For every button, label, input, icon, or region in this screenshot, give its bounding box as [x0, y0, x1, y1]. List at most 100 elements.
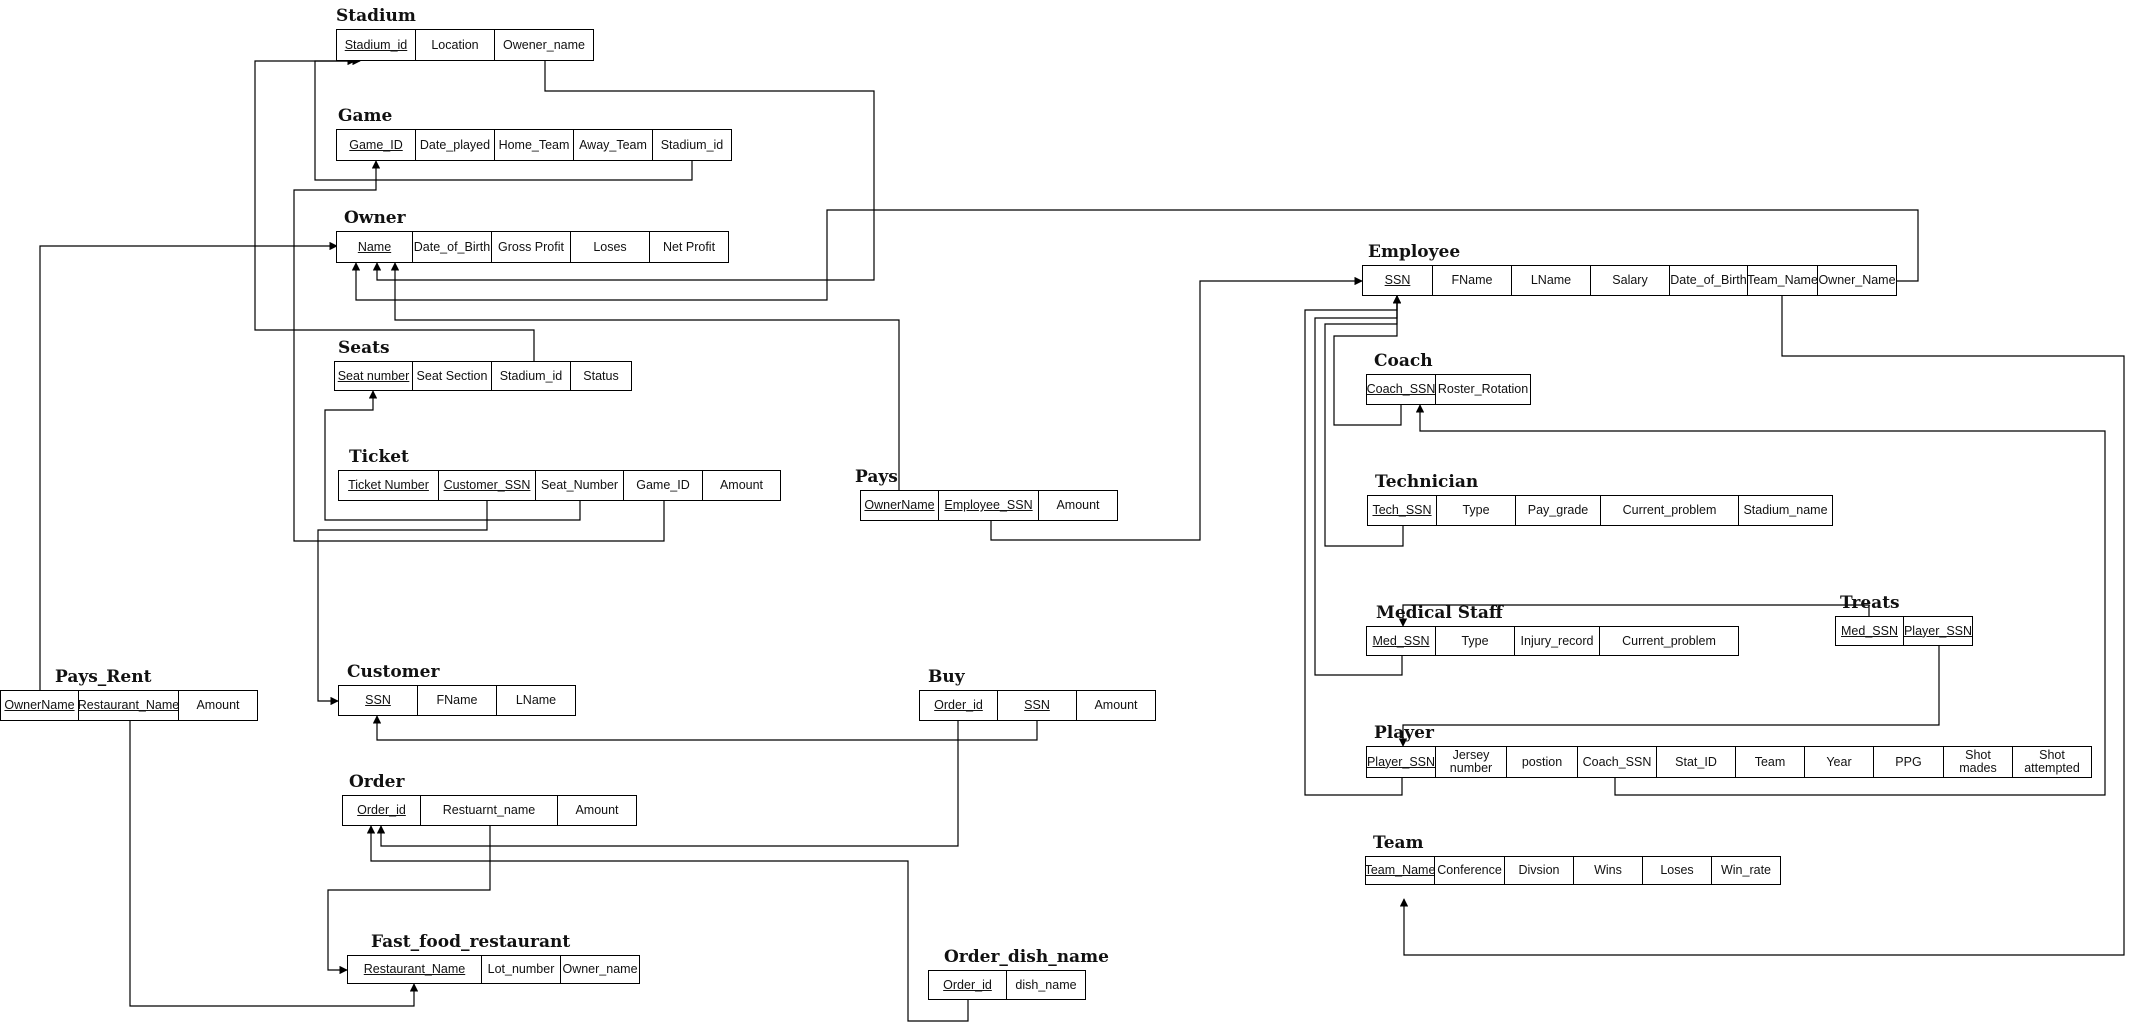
column: Stadium_name: [1738, 495, 1833, 526]
table-name: Employee: [1368, 242, 1461, 262]
fk-seats-stadium-b: [254, 56, 535, 362]
table-name: Order: [349, 772, 405, 792]
key-column: Customer_SSN: [438, 470, 536, 501]
fk-employee-team: [1399, 296, 2125, 956]
column: Game_ID: [623, 470, 703, 501]
column: Salary: [1590, 265, 1670, 296]
column: Coach_SSN: [1577, 746, 1657, 778]
column: Shot attempted: [2012, 746, 2092, 778]
column: FName: [417, 685, 497, 716]
key-column: Coach_SSN: [1366, 374, 1436, 405]
key-column: SSN: [997, 690, 1077, 721]
column: Amount: [1076, 690, 1156, 721]
fk-paysrent-restaurant: [129, 721, 419, 1007]
key-column: Ticket Number: [338, 470, 439, 501]
table-name: Team: [1373, 833, 1424, 853]
key-column: Player_SSN: [1903, 616, 1973, 646]
column: Win_rate: [1711, 856, 1781, 885]
column: Loses: [1642, 856, 1712, 885]
column: Loses: [570, 231, 650, 263]
column: LName: [496, 685, 576, 716]
column: Type: [1436, 495, 1516, 526]
column: Lot_number: [481, 955, 561, 984]
table-name: Fast_food_restaurant: [371, 932, 571, 952]
column: Owner_name: [560, 955, 640, 984]
key-column: Med_SSN: [1366, 626, 1436, 656]
column: FName: [1432, 265, 1512, 296]
fk-stadium-owner: [372, 61, 875, 281]
table-name: Owner: [344, 208, 406, 228]
fk-pays-employee: [990, 276, 1363, 541]
key-column: Order_id: [342, 795, 421, 826]
key-column: Player_SSN: [1366, 746, 1436, 778]
fk-ticket-seat: [324, 390, 581, 521]
key-column: OwnerName: [0, 690, 79, 721]
table-name: Player: [1374, 723, 1434, 743]
table-name: Ticket: [349, 447, 409, 467]
column: Shot mades: [1943, 746, 2013, 778]
column: Stadium_id: [491, 361, 571, 391]
column: Amount: [702, 470, 781, 501]
table-name: Order_dish_name: [944, 947, 1109, 967]
table-name: Treats: [1840, 593, 1900, 613]
table-name: Pays: [855, 467, 898, 487]
column: Amount: [178, 690, 258, 721]
column: Owner_Name: [1817, 265, 1897, 296]
fk-tech-employee: [1324, 295, 1404, 547]
column: Type: [1435, 626, 1515, 656]
fk-treats-player: [1398, 646, 1940, 747]
fk-player-employee: [1304, 295, 1403, 796]
column: Location: [415, 29, 495, 61]
key-column: Order_id: [928, 970, 1007, 1000]
fk-ticket-game: [293, 160, 665, 542]
column: Team: [1735, 746, 1805, 778]
key-column: Name: [336, 231, 413, 263]
key-column: Med_SSN: [1835, 616, 1904, 646]
key-column: Seat number: [334, 361, 413, 391]
key-column: Employee_SSN: [938, 490, 1039, 521]
column: Amount: [557, 795, 637, 826]
fk-ticket-customer: [317, 501, 488, 706]
table-name: Stadium: [336, 6, 416, 26]
key-column: SSN: [1362, 265, 1433, 296]
fk-treats-medical: [1398, 604, 1870, 627]
key-column: Game_ID: [336, 129, 416, 161]
column: Seat Section: [412, 361, 492, 391]
column: dish_name: [1006, 970, 1086, 1000]
column: Owener_name: [494, 29, 594, 61]
table-name: Coach: [1374, 351, 1433, 371]
column: postion: [1506, 746, 1578, 778]
column: Stadium_id: [652, 129, 732, 161]
column: Seat_Number: [535, 470, 624, 501]
column: Status: [570, 361, 632, 391]
table-name: Medical Staff: [1376, 603, 1503, 623]
table-name: Technician: [1375, 472, 1479, 492]
key-column: Restaurant_Name: [78, 690, 179, 721]
column: Date_played: [415, 129, 495, 161]
key-column: Order_id: [919, 690, 998, 721]
column: Amount: [1038, 490, 1118, 521]
fk-player-coach: [1415, 404, 2106, 796]
column: Home_Team: [494, 129, 574, 161]
fk-pays-owner: [390, 262, 900, 490]
table-name: Pays_Rent: [55, 667, 152, 687]
table-name: Customer: [347, 662, 440, 682]
column: Away_Team: [573, 129, 653, 161]
